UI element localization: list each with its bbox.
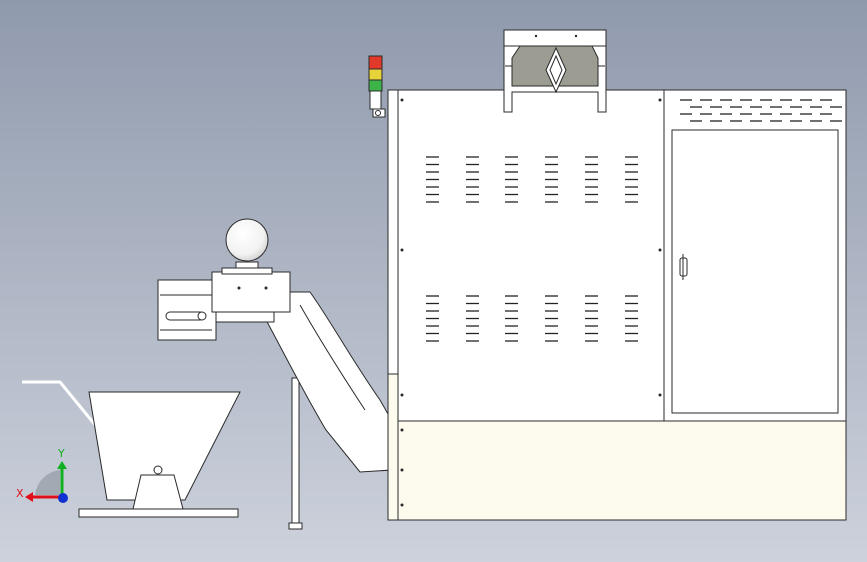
chip-bin-pivot	[153, 465, 163, 475]
triad-plane	[35, 470, 60, 495]
y-axis-arrowhead	[57, 461, 67, 469]
conveyor-bolt	[197, 311, 207, 321]
chip-bin-handle[interactable]	[22, 381, 97, 427]
conveyor-chute	[259, 291, 393, 473]
top-lifting-bracket[interactable]	[503, 29, 607, 113]
vent-grille-upper	[426, 156, 638, 203]
conveyor-belt-line	[299, 304, 366, 411]
chip-bin-handle-inner	[22, 380, 98, 427]
conveyor-end-rails	[160, 294, 212, 331]
signal-light-yellow	[368, 68, 383, 81]
conveyor-leg	[288, 377, 303, 530]
signal-tower[interactable]	[368, 55, 386, 118]
bracket-top-plate	[503, 29, 607, 47]
signal-tower-body	[369, 90, 382, 110]
conveyor-end-frame	[157, 279, 217, 341]
work-lamp-globe[interactable]	[225, 218, 269, 262]
chip-bin-base-plate	[78, 508, 239, 518]
coordinate-triad: X Y	[16, 447, 68, 503]
vent-grille-lower	[426, 295, 638, 342]
x-axis-arrowhead	[25, 492, 33, 502]
chip-bin-bucket	[88, 391, 241, 501]
machine-cabinet[interactable]	[387, 89, 847, 521]
chip-bin[interactable]	[22, 380, 241, 518]
electrical-cabinet-door[interactable]	[671, 129, 839, 414]
chip-conveyor[interactable]	[157, 218, 393, 473]
z-axis-dot	[58, 493, 68, 503]
lamp-base	[221, 267, 273, 275]
cabinet-base-side	[387, 373, 399, 521]
signal-light-red	[368, 55, 383, 70]
motor-screw-1	[237, 286, 241, 290]
cabinet-bolts	[400, 98, 662, 507]
motor-screw-2	[264, 286, 268, 290]
motor-mount	[215, 311, 275, 323]
chip-bin-support	[132, 474, 184, 510]
y-axis-label: Y	[57, 447, 65, 460]
signal-light-green	[368, 79, 383, 92]
x-axis-label: X	[16, 487, 24, 500]
motor-housing[interactable]	[211, 271, 291, 313]
vent-grille-top-right	[680, 99, 842, 122]
cabinet-base	[397, 420, 847, 521]
